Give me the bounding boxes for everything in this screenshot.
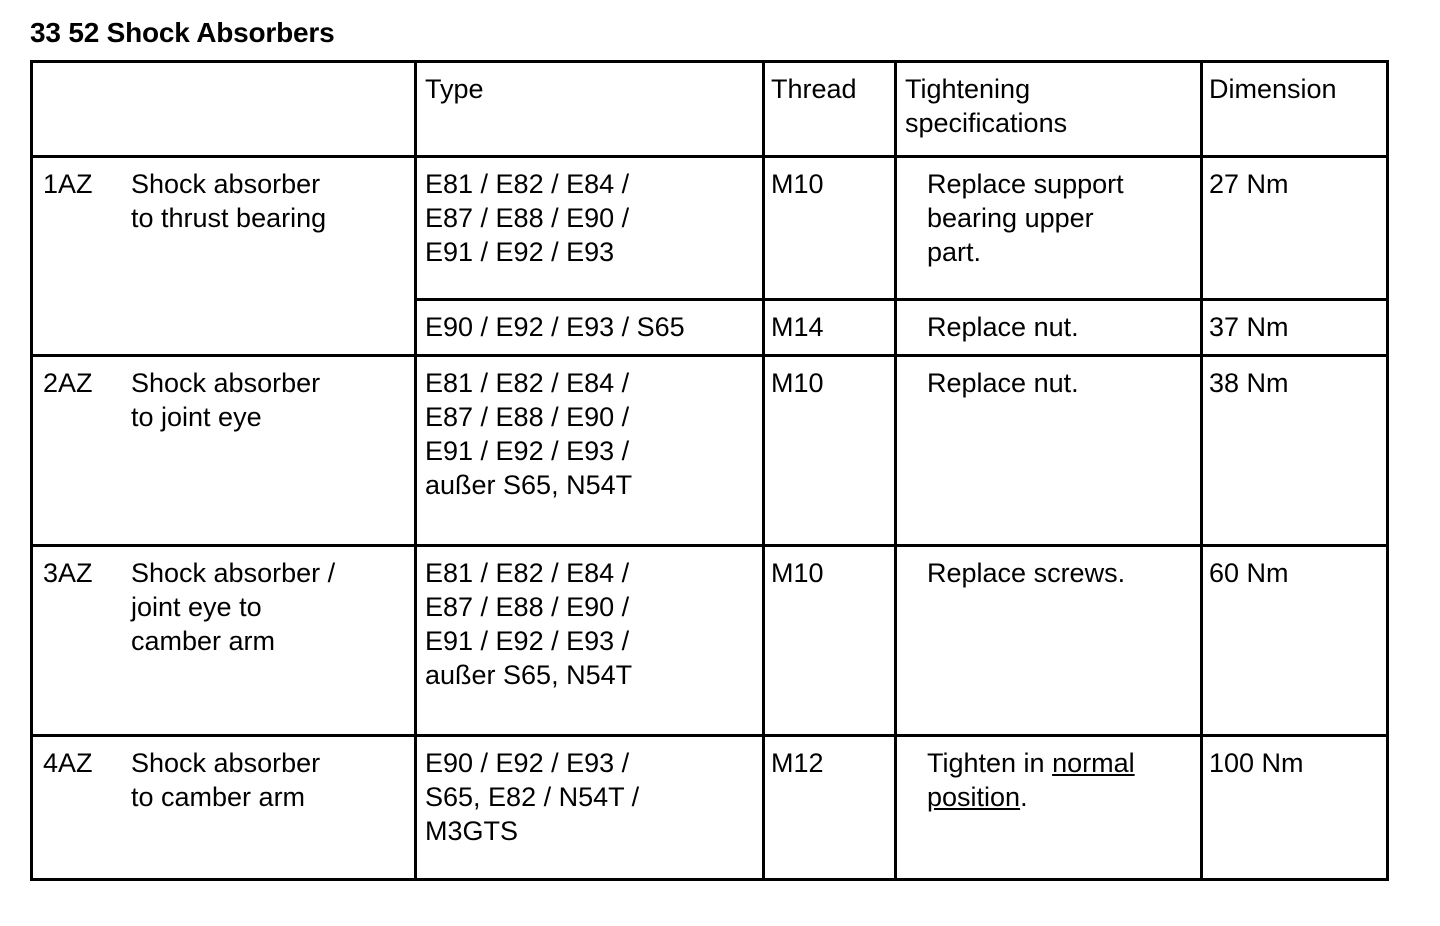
row-description-2az: 2AZ Shock absorber to joint eye (30, 354, 417, 547)
row-description-line-2: to thrust bearing (131, 203, 327, 234)
row-id-3az: 3AZ (43, 558, 93, 588)
cell-type: E90 / E92 / E93 / S65 (414, 297, 765, 358)
cell-thread: M14 (762, 297, 897, 358)
cell-dimension: 60 Nm (1200, 544, 1389, 737)
tightening-emphasis-line-1: normal (1052, 748, 1135, 778)
cell-dimension: 38 Nm (1200, 354, 1389, 547)
cell-thread: M10 (762, 544, 897, 737)
column-header-dimension: Dimension (1200, 60, 1389, 158)
row-description-line-2: to joint eye (131, 402, 262, 433)
table-row: 4AZ Shock absorber to camber arm E90 / E… (30, 734, 1389, 881)
row-description-line-2: joint eye to (131, 592, 262, 623)
column-header-tightening-specifications: Tightening specifications (894, 60, 1203, 158)
shock-absorbers-spec-table: Type Thread Tightening specifications Di… (30, 60, 1389, 881)
table-row: 1AZ Shock absorber to thrust bearing E81… (30, 155, 1389, 357)
table-row: E90 / E92 / E93 / S65 M14 Replace nut. 3… (32, 297, 1389, 358)
cell-dimension: 27 Nm (1200, 155, 1389, 301)
cell-type: E81 / E82 / E84 / E87 / E88 / E90 / E91 … (414, 544, 765, 737)
page-title: 33 52 Shock Absorbers (30, 17, 335, 48)
row-description-line-1: Shock absorber / (131, 558, 336, 588)
row-id-1az: 1AZ (43, 169, 93, 199)
cell-dimension: 37 Nm (1200, 297, 1389, 358)
table-header: Type Thread Tightening specifications Di… (30, 60, 1389, 158)
row-description-line-2: to camber arm (131, 782, 306, 813)
cell-dimension: 100 Nm (1200, 734, 1389, 881)
column-header-tightening-line-2: specifications (905, 108, 1068, 139)
column-header-description (30, 60, 417, 158)
cell-tightening-specifications: Replace support bearing upper part. (894, 155, 1203, 301)
row-description-line-3: camber arm (131, 626, 276, 657)
cell-thread: M10 (762, 354, 897, 547)
row-description-1az: 1AZ Shock absorber to thrust bearing (30, 155, 417, 357)
column-header-thread: Thread (762, 60, 897, 158)
cell-tightening-specifications: Replace nut. (894, 297, 1203, 358)
cell-tightening-specifications: Replace nut. (894, 354, 1203, 547)
row-description-4az: 4AZ Shock absorber to camber arm (30, 734, 417, 881)
row-description-line-1: Shock absorber (131, 169, 321, 199)
cell-type: E81 / E82 / E84 / E87 / E88 / E90 / E91 … (414, 354, 765, 547)
row-description-line-1: Shock absorber (131, 368, 321, 398)
table-row: 2AZ Shock absorber to joint eye E81 / E8… (30, 354, 1389, 547)
row-description-3az: 3AZ Shock absorber / joint eye to camber… (30, 544, 417, 737)
column-header-tightening-line-1: Tightening (905, 74, 1031, 104)
table-body: 1AZ Shock absorber to thrust bearing E81… (30, 155, 1389, 881)
cell-type: E81 / E82 / E84 / E87 / E88 / E90 / E91 … (414, 155, 765, 301)
cell-tightening-specifications: Replace screws. (894, 544, 1203, 737)
cell-thread: M10 (762, 155, 897, 301)
tightening-prefix: Tighten in (927, 748, 1053, 778)
cell-thread: M12 (762, 734, 897, 881)
row-description-line-1: Shock absorber (131, 748, 321, 778)
row-id-4az: 4AZ (43, 748, 93, 778)
table-header-row: Type Thread Tightening specifications Di… (30, 60, 1389, 158)
cell-type: E90 / E92 / E93 / S65, E82 / N54T / M3GT… (414, 734, 765, 881)
cell-tightening-specifications: Tighten in normal position. (894, 734, 1203, 881)
tightening-suffix: . (1020, 782, 1028, 813)
row-id-2az: 2AZ (43, 368, 93, 398)
table-row: 3AZ Shock absorber / joint eye to camber… (30, 544, 1389, 737)
tightening-emphasis-line-2: position (927, 782, 1021, 813)
column-header-type: Type (414, 60, 765, 158)
